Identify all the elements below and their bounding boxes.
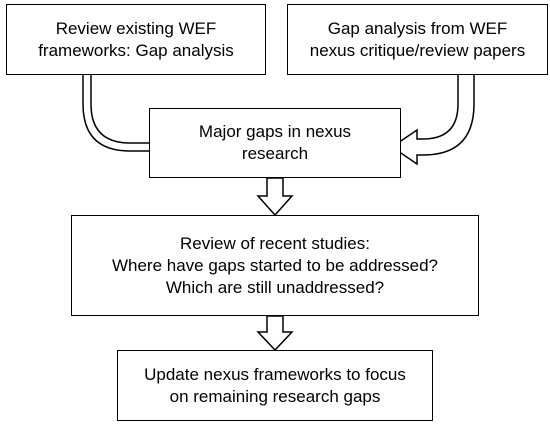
box-line: nexus critique/review papers: [309, 40, 526, 60]
arrow-critique-to-major-gaps-shape: [390, 75, 475, 166]
box-line: Review existing WEF: [55, 18, 217, 38]
update-frameworks-box: Update nexus frameworks to focus on rema…: [117, 350, 433, 421]
arrow-recent-studies-to-update: [256, 315, 294, 352]
box-line: Update nexus frameworks to focus: [144, 364, 406, 384]
box-line: Where have gaps started to be addressed?: [111, 255, 439, 275]
box-line: frameworks: Gap analysis: [38, 40, 234, 60]
box-line: on remaining research gaps: [169, 386, 381, 406]
box-line: Gap analysis from WEF: [327, 18, 508, 38]
critique-papers-gap-analysis-box: Gap analysis from WEF nexus critique/rev…: [287, 4, 548, 75]
box-line: research: [241, 144, 309, 163]
arrow-major-gaps-to-recent-studies: [256, 177, 294, 217]
review-wef-frameworks-box: Review existing WEF frameworks: Gap anal…: [6, 4, 266, 75]
box-line: Which are still unaddressed?: [165, 277, 385, 297]
box-line: Major gaps in nexus: [198, 122, 352, 141]
box-line: Review of recent studies:: [180, 233, 370, 253]
recent-studies-review-box: Review of recent studies: Where have gap…: [71, 215, 479, 316]
major-gaps-box: Major gaps in nexus research: [149, 108, 401, 178]
